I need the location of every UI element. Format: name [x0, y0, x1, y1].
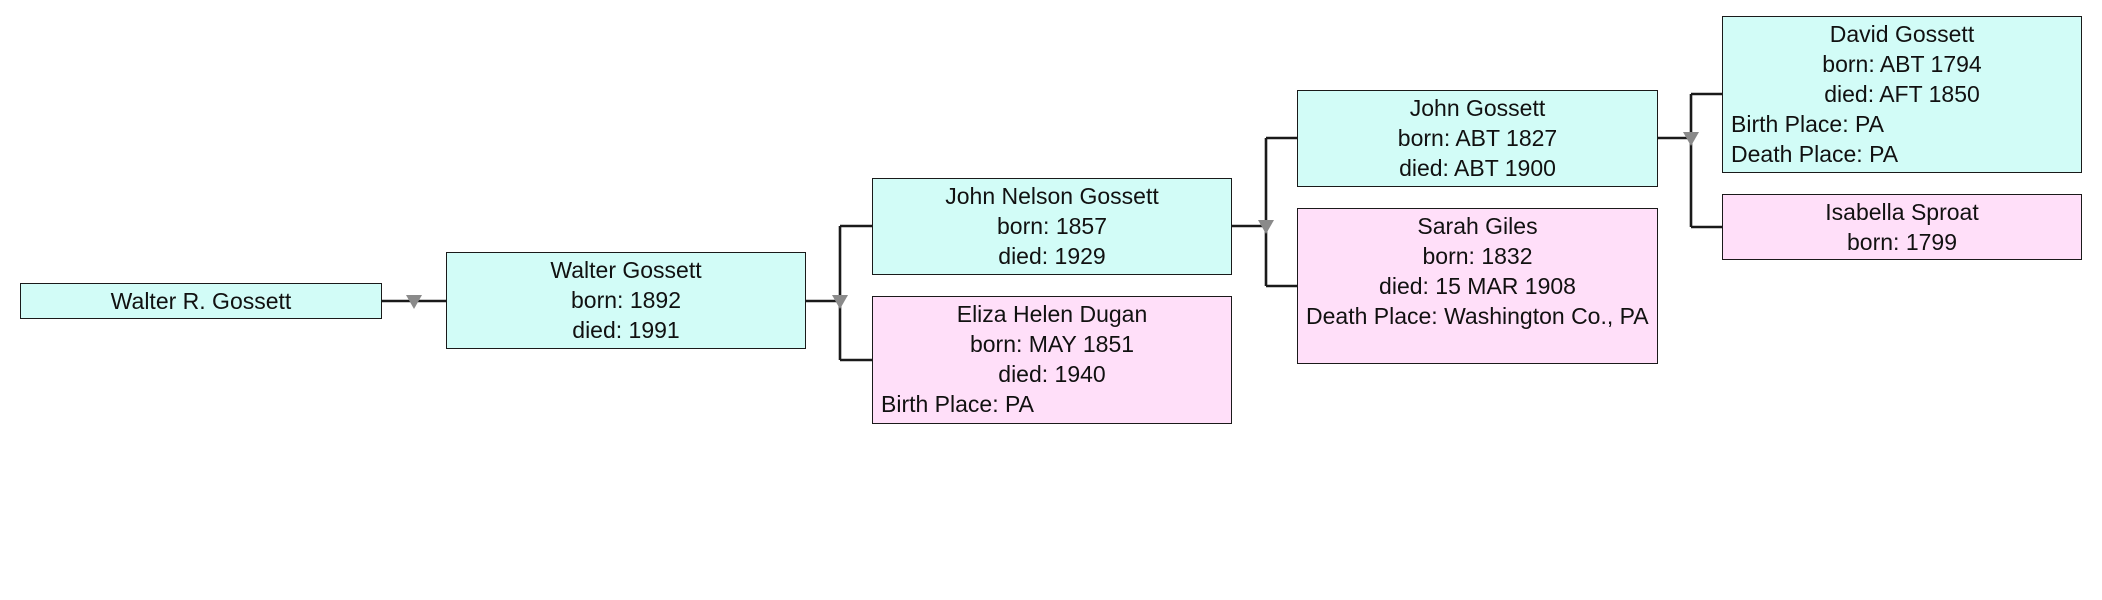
person-died: died: AFT 1850 [1824, 81, 1980, 107]
person-died: died: 15 MAR 1908 [1379, 273, 1576, 299]
connector-arrow [406, 295, 422, 309]
person-name: Eliza Helen Dugan [956, 301, 1148, 327]
person-died: died: ABT 1900 [1399, 155, 1556, 181]
person-died: died: 1991 [572, 317, 680, 343]
person-born: born: 1857 [997, 213, 1107, 239]
person-name: Walter R. Gossett [110, 288, 292, 314]
person-died: died: 1940 [998, 361, 1106, 387]
person-death-place: Death Place: PA [1731, 141, 1899, 167]
person-isabella-sproat[interactable]: Isabella Sproat born: 1799 [1722, 194, 2082, 260]
person-name: John Gossett [1409, 95, 1546, 121]
person-died: died: 1929 [998, 243, 1106, 269]
connector-arrow [832, 295, 848, 309]
connector-john-nelson-to-parents [1232, 136, 1297, 288]
connector-arrow [1683, 132, 1699, 146]
person-born: born: 1832 [1422, 243, 1533, 269]
person-born: born: 1892 [571, 287, 681, 313]
person-born: born: 1799 [1847, 229, 1957, 255]
person-name: Sarah Giles [1417, 213, 1538, 239]
person-name: Isabella Sproat [1825, 199, 1979, 225]
person-born: born: MAY 1851 [969, 331, 1135, 357]
person-walter-gossett[interactable]: Walter Gossett born: 1892 died: 1991 [446, 252, 806, 349]
person-birth-place: Birth Place: PA [1731, 111, 1884, 137]
connector-walter-to-parents [806, 224, 872, 362]
person-name: John Nelson Gossett [945, 183, 1159, 209]
person-name: Walter Gossett [550, 257, 702, 283]
person-born: born: ABT 1827 [1397, 125, 1558, 151]
person-sarah-giles[interactable]: Sarah Giles born: 1832 died: 15 MAR 1908… [1297, 208, 1658, 364]
connector-john-to-parents [1658, 92, 1722, 229]
person-walter-r-gossett[interactable]: Walter R. Gossett [20, 283, 382, 319]
person-john-gossett[interactable]: John Gossett born: ABT 1827 died: ABT 19… [1297, 90, 1658, 187]
connector-arrow [1258, 220, 1274, 234]
person-john-nelson-gossett[interactable]: John Nelson Gossett born: 1857 died: 192… [872, 178, 1232, 275]
person-death-place: Death Place: Washington Co., PA [1306, 303, 1649, 329]
person-name: David Gossett [1829, 21, 1975, 47]
person-birth-place: Birth Place: PA [881, 391, 1034, 417]
person-born: born: ABT 1794 [1822, 51, 1982, 77]
person-david-gossett[interactable]: David Gossett born: ABT 1794 died: AFT 1… [1722, 16, 2082, 173]
person-eliza-helen-dugan[interactable]: Eliza Helen Dugan born: MAY 1851 died: 1… [872, 296, 1232, 424]
